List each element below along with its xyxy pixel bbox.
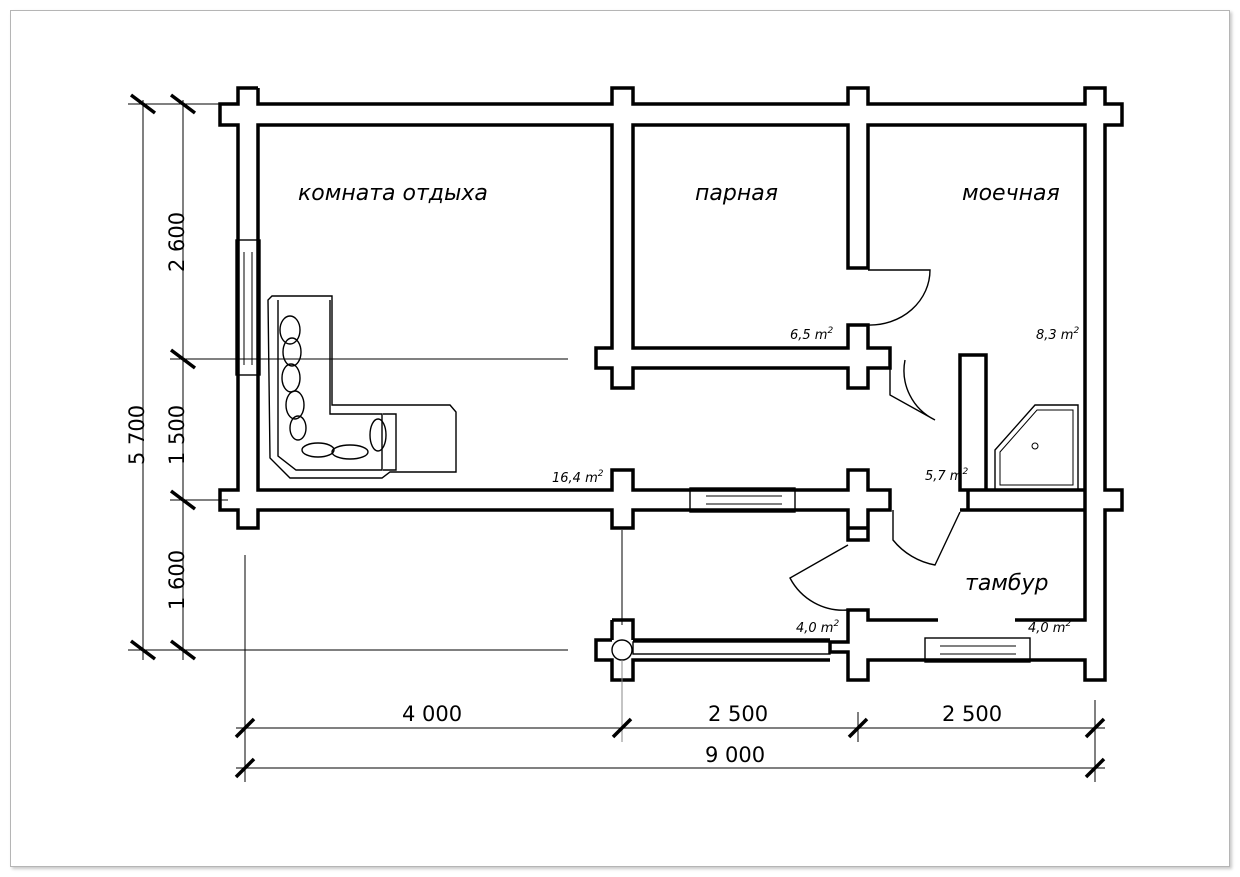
dim-width-2: 2 500: [708, 702, 768, 726]
dim-width-1: 4 000: [402, 702, 462, 726]
entrance-door: [789, 544, 849, 611]
dim-height-1: 2 600: [165, 212, 189, 272]
outer-wall-outline: [218, 86, 1124, 682]
drawing-frame: [10, 10, 1230, 867]
dim-height-2: 1 500: [165, 405, 189, 465]
porch-rail: [632, 641, 831, 655]
shower-tray: [994, 404, 1079, 491]
area-vestibule: 4,0 m2: [1028, 619, 1071, 636]
dim-width-3: 2 500: [942, 702, 1002, 726]
area-rest-room: 16,4 m2: [552, 469, 604, 486]
room-label-rest: комната отдыха: [298, 181, 488, 206]
middle-window: [689, 487, 796, 513]
area-corridor: 5,7 m2: [925, 467, 968, 484]
dim-total-height: 5 700: [125, 405, 149, 465]
corner-sofa: [267, 295, 457, 479]
walls: [218, 86, 1124, 682]
dimension-lines: [128, 93, 1106, 782]
vestibule-window: [924, 637, 1031, 663]
steam-room-door: [867, 269, 931, 326]
dim-total-width: 9 000: [705, 743, 765, 767]
area-steam-room: 6,5 m2: [790, 326, 833, 343]
left-window: [235, 239, 261, 376]
area-washing-room: 8,3 m2: [1036, 326, 1079, 343]
corridor-door-bottom: [892, 510, 961, 566]
porch-post: [611, 639, 633, 661]
corridor-door-top: [889, 359, 936, 421]
doors: [789, 269, 961, 611]
dim-height-3: 1 600: [165, 550, 189, 610]
room-label-vestibule: тамбур: [965, 571, 1048, 596]
room-label-steam: парная: [695, 181, 778, 206]
area-porch: 4,0 m2: [796, 619, 839, 636]
room-label-washing: моечная: [962, 181, 1060, 206]
